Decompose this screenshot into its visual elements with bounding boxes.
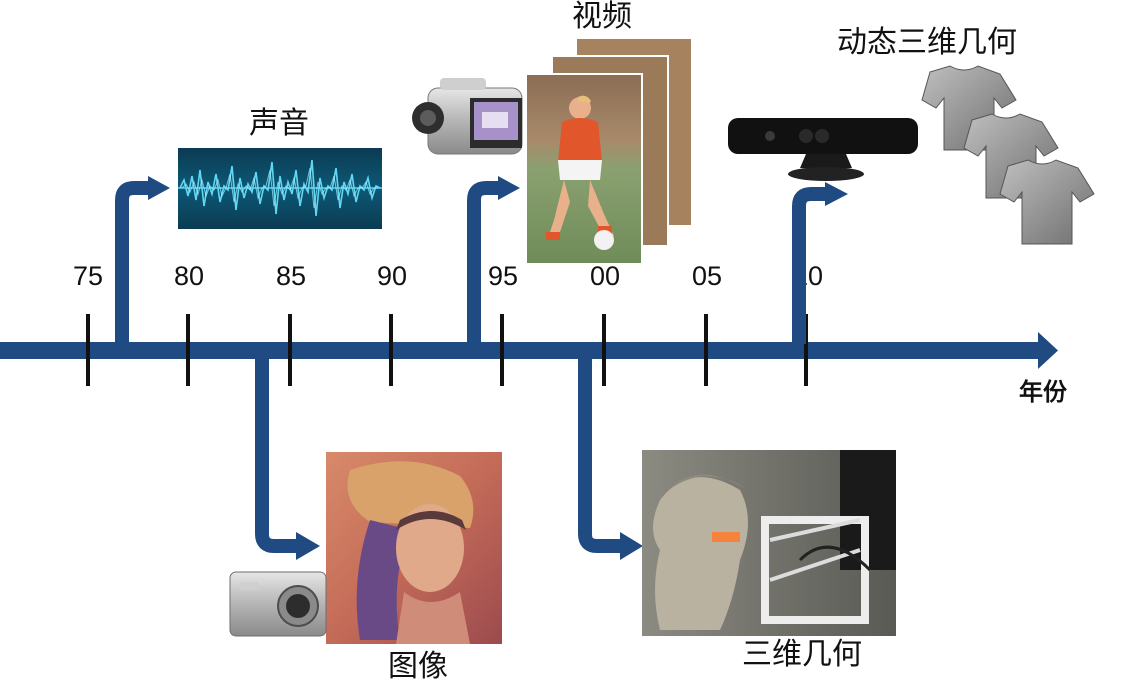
dynamic-mesh-shirts-icon bbox=[921, 65, 1095, 245]
branch-arrowheads bbox=[148, 176, 848, 560]
arrow-3d bbox=[578, 357, 622, 553]
axis-arrowhead bbox=[1038, 332, 1058, 369]
year-label: 00 bbox=[590, 261, 620, 291]
label-3d: 三维几何 bbox=[742, 637, 862, 672]
branch-arrows bbox=[115, 181, 827, 553]
label-dynamic-3d: 动态三维几何 bbox=[837, 25, 1017, 60]
timeline-axis bbox=[0, 332, 1058, 369]
digital-camera-icon bbox=[229, 571, 327, 637]
arrowhead-video bbox=[498, 176, 520, 200]
3d-scanner-statue-icon bbox=[642, 450, 896, 636]
arrowhead-image bbox=[296, 532, 320, 560]
year-label: 90 bbox=[377, 261, 407, 291]
year-label: 85 bbox=[276, 261, 306, 291]
year-label: 05 bbox=[692, 261, 722, 291]
year-labels: 75 80 85 90 95 00 05 10 bbox=[73, 261, 823, 291]
arrowhead-sound bbox=[148, 176, 170, 200]
portrait-photo-icon bbox=[326, 452, 502, 644]
label-image: 图像 bbox=[388, 649, 448, 684]
arrow-sound bbox=[115, 181, 150, 344]
arrow-dynamic-3d bbox=[792, 187, 827, 344]
depth-sensor-icon bbox=[728, 118, 918, 181]
tick-marks bbox=[86, 314, 808, 386]
year-label: 95 bbox=[488, 261, 518, 291]
arrowhead-dynamic-3d bbox=[825, 182, 848, 206]
arrow-image bbox=[255, 357, 298, 553]
camcorder-icon bbox=[412, 78, 523, 155]
video-frames-icon bbox=[525, 37, 693, 265]
axis-line bbox=[0, 342, 1040, 359]
year-label: 80 bbox=[174, 261, 204, 291]
arrow-video bbox=[467, 181, 500, 344]
label-video: 视频 bbox=[572, 0, 632, 34]
audio-waveform-icon bbox=[178, 148, 382, 229]
axis-label: 年份 bbox=[1019, 378, 1068, 406]
arrowhead-3d bbox=[620, 532, 643, 560]
year-label: 75 bbox=[73, 261, 103, 291]
label-sound: 声音 bbox=[249, 106, 309, 141]
